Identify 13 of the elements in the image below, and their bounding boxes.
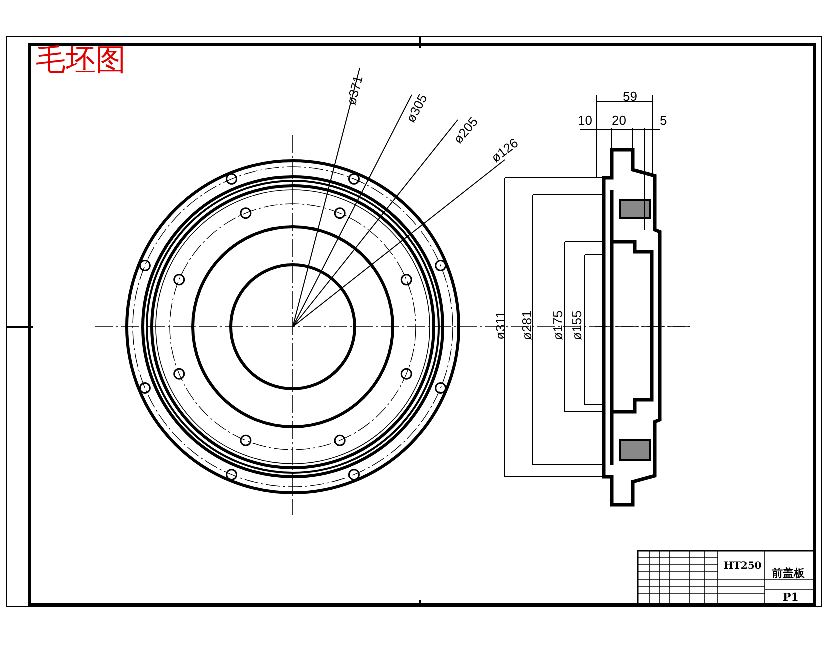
dimension-text: ø175 [551, 310, 564, 340]
dimension-text: 20 [612, 114, 626, 127]
drawing-number-text: P1 [783, 591, 799, 604]
dimension-text: ø305 [404, 92, 430, 124]
dimension-text: ø155 [570, 310, 584, 340]
dimension-text: 5 [660, 114, 668, 127]
dimension-text: ø371 [344, 74, 365, 106]
material-text: HT250 [724, 560, 762, 573]
dimension-text: 10 [578, 114, 592, 127]
title-text: 毛坯图 [36, 44, 126, 78]
dimension-text: ø281 [520, 310, 534, 340]
part-name-text: 前盖板 [772, 567, 805, 580]
dimension-text: 59 [623, 90, 638, 103]
